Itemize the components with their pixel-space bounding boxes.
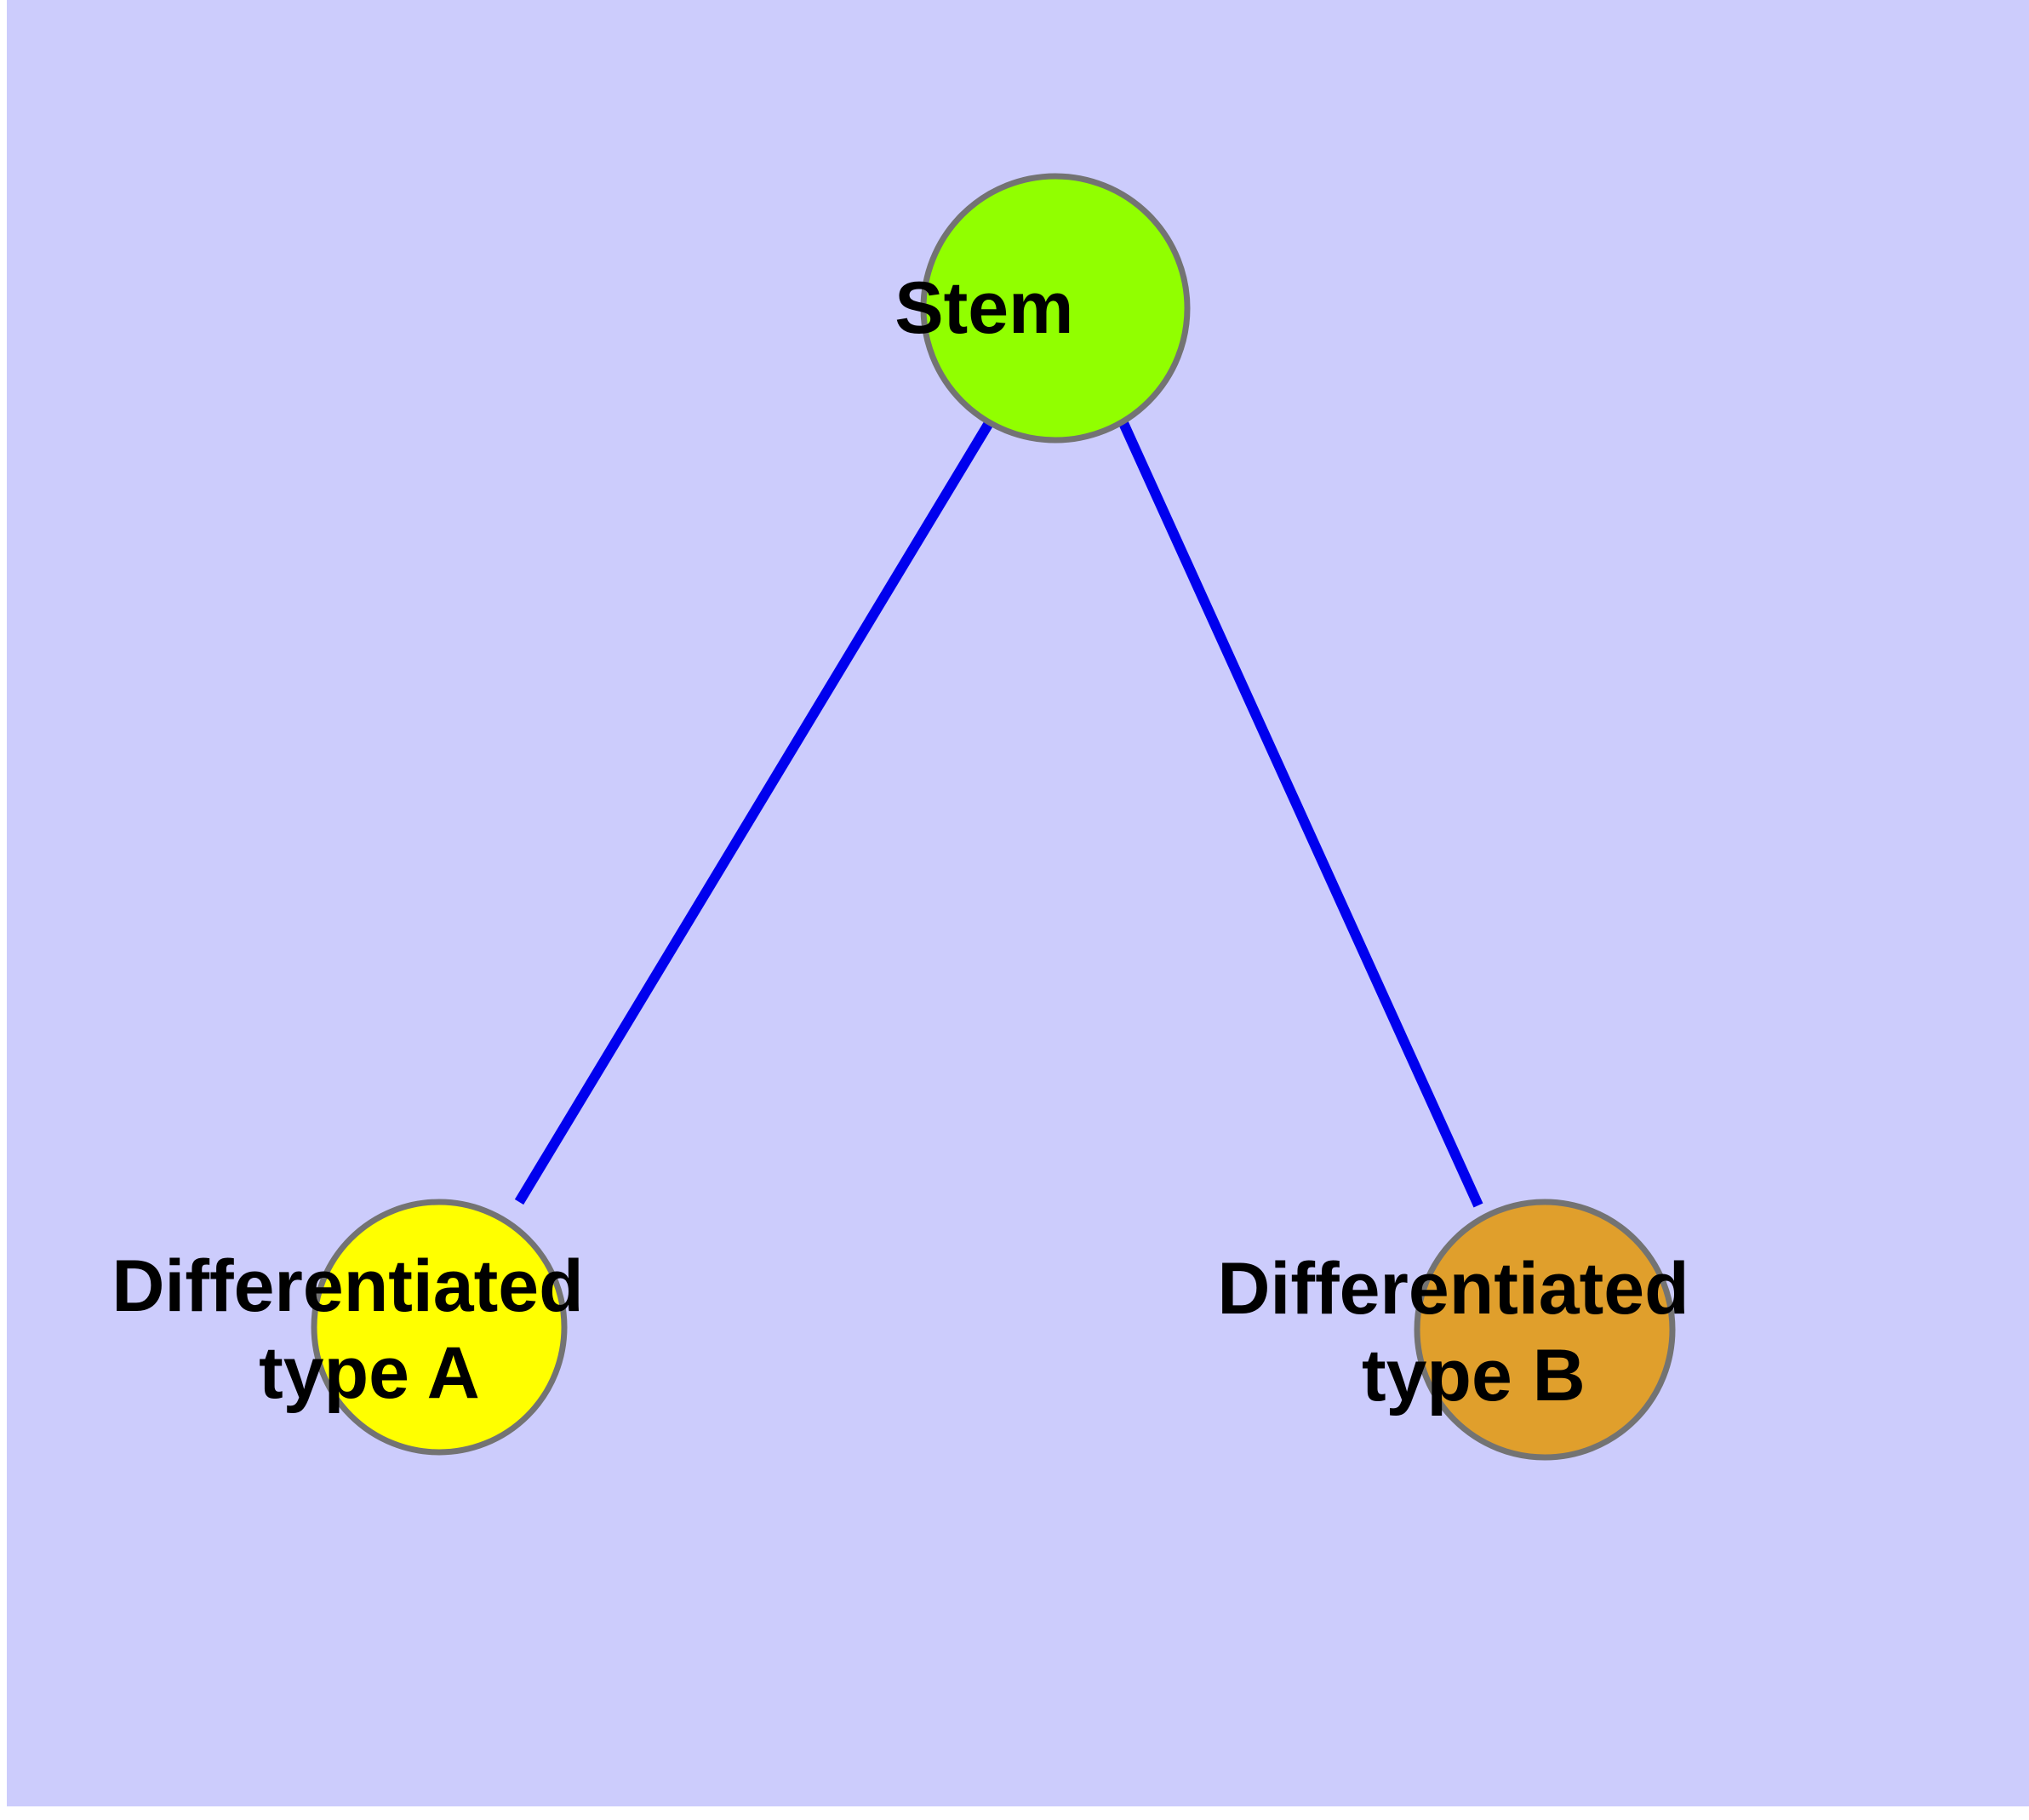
node-circle-differentiated-type-b[interactable] [1414, 1199, 1676, 1461]
node-label-differentiated-type-a-line2: type A [259, 1332, 478, 1414]
node-differentiated-type-a[interactable]: Differentiated type A [111, 1199, 766, 1456]
node-label-differentiated-type-b-line1: Differentiated [1217, 1248, 1689, 1330]
node-label-differentiated-type-a-line1: Differentiated [111, 1245, 583, 1327]
node-circle-stem[interactable] [920, 173, 1191, 444]
node-label-differentiated-type-b: Differentiated type B [1217, 1248, 1872, 1417]
edges-group [514, 420, 1483, 1208]
node-stem[interactable]: Stem [894, 173, 1216, 444]
node-label-differentiated-type-a: Differentiated type A [111, 1245, 766, 1414]
node-label-stem-line1: Stem [894, 267, 1073, 349]
edge-stem-to-differentiated-type-a [514, 420, 994, 1205]
edge-stem-to-differentiated-type-b [1118, 421, 1483, 1208]
node-label-differentiated-type-b-line2: type B [1362, 1335, 1586, 1417]
node-differentiated-type-b[interactable]: Differentiated type B [1217, 1199, 1872, 1461]
node-circle-differentiated-type-a[interactable] [311, 1199, 568, 1456]
node-label-stem: Stem [894, 262, 1216, 349]
